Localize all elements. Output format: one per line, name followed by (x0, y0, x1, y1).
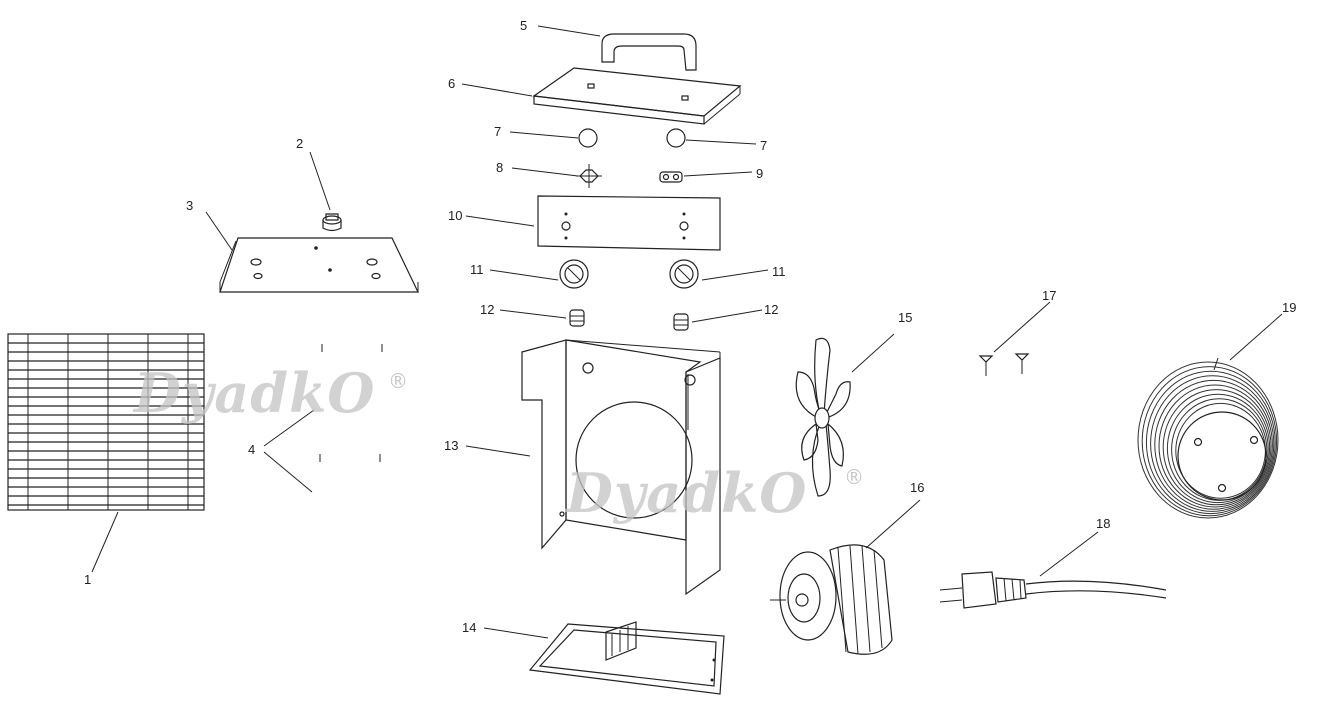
part-rear-grille (1137, 313, 1283, 519)
part-control-panel (465, 195, 721, 251)
label-part-9: 9 (756, 166, 763, 181)
label-part-12b: 12 (764, 302, 778, 317)
part-heating-elements (263, 344, 384, 540)
label-part-6: 6 (448, 76, 455, 91)
label-part-5: 5 (520, 18, 527, 33)
part-knobs (489, 259, 769, 289)
watermark-registered-mark: ® (388, 369, 408, 393)
watermark-text: DyadkO (132, 361, 375, 425)
label-part-19: 19 (1282, 300, 1296, 315)
label-part-15: 15 (898, 310, 912, 325)
label-part-11b: 11 (772, 264, 786, 279)
watermark-center: DyadkO ® (564, 461, 864, 525)
part-base-plate (483, 621, 725, 695)
label-part-4: 4 (248, 442, 255, 457)
label-part-18: 18 (1096, 516, 1110, 531)
label-part-2: 2 (296, 136, 303, 151)
label-part-1: 1 (84, 572, 91, 587)
part-carry-handle (537, 25, 697, 71)
watermark-text: DyadkO (564, 461, 807, 525)
part-thermostat-sensor (309, 151, 342, 232)
watermark-registered-mark: ® (844, 465, 864, 489)
label-part-10: 10 (448, 208, 462, 223)
part-switches (511, 164, 753, 188)
label-part-11a: 11 (470, 262, 484, 277)
part-lamps (499, 309, 763, 331)
part-top-cover (461, 67, 742, 125)
part-screws (978, 301, 1051, 376)
part-housing (465, 339, 721, 596)
part-labels: 1 2 3 4 5 6 7 7 8 9 10 11 11 12 12 13 14… (84, 18, 1296, 635)
label-part-7b: 7 (760, 138, 767, 153)
label-part-17: 17 (1042, 288, 1056, 303)
label-part-13: 13 (444, 438, 458, 453)
label-part-14: 14 (462, 620, 476, 635)
watermark-left: DyadkO ® (132, 361, 408, 425)
part-indicator-lenses (509, 128, 757, 148)
label-part-8: 8 (496, 160, 503, 175)
label-part-12a: 12 (480, 302, 494, 317)
part-fan-blade (795, 333, 895, 497)
part-top-plate (205, 211, 419, 293)
part-power-cord (939, 531, 1167, 609)
label-part-7a: 7 (494, 124, 501, 139)
part-grille-front (7, 333, 205, 573)
label-part-16: 16 (910, 480, 924, 495)
label-part-3: 3 (186, 198, 193, 213)
part-fan-motor (770, 499, 921, 655)
